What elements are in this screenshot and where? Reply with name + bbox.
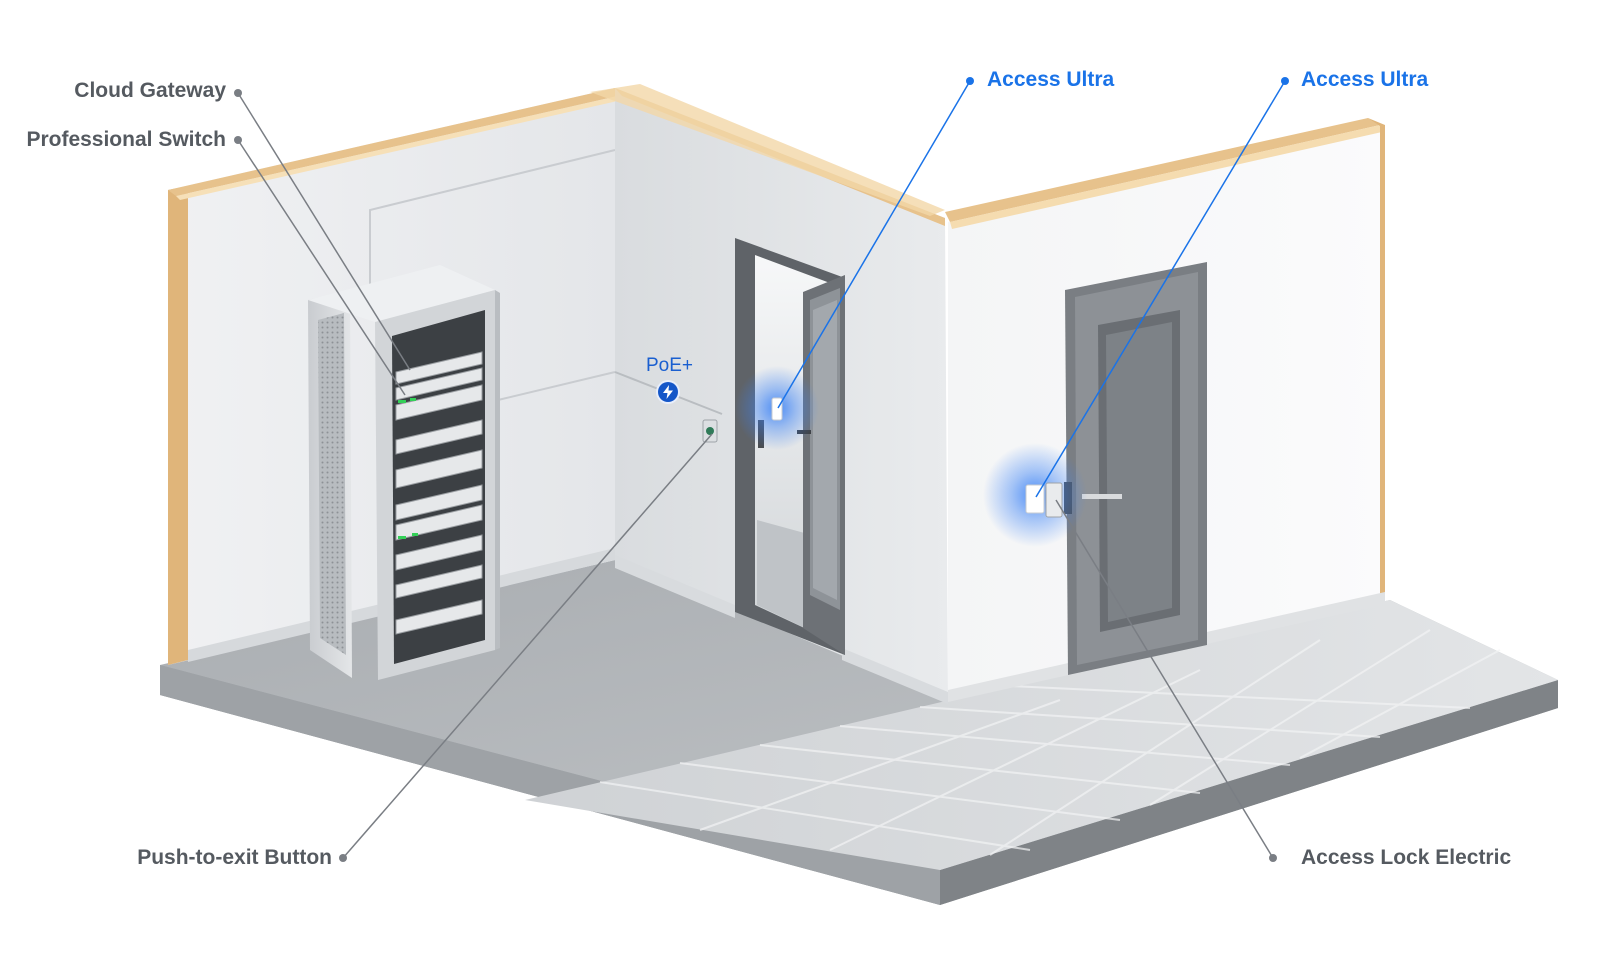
label-cloud-gateway: Cloud Gateway <box>74 79 226 102</box>
access-lock-device <box>1045 482 1063 518</box>
leader-cloud-gateway <box>237 92 411 371</box>
leader-push-to-exit <box>342 433 713 859</box>
leader-access-lock <box>1055 499 1274 859</box>
push-to-exit-device <box>702 419 718 443</box>
label-poe: PoE+ <box>646 355 694 376</box>
poe-badge <box>658 382 678 402</box>
server-rack <box>308 265 500 680</box>
leader-lines <box>237 80 1286 859</box>
label-push-to-exit-button: Push-to-exit Button <box>137 846 332 869</box>
label-access-ultra-2: Access Ultra <box>1301 68 1429 91</box>
access-ultra-device-1 <box>771 397 783 421</box>
label-dots <box>234 77 1289 862</box>
leader-access-ultra-1 <box>777 80 971 409</box>
lightning-bolt-icon <box>663 385 673 399</box>
floor-slab <box>160 560 1558 905</box>
open-door <box>735 238 845 655</box>
label-professional-switch: Professional Switch <box>26 128 226 151</box>
label-access-lock-electric: Access Lock Electric <box>1301 846 1512 869</box>
leader-access-ultra-2 <box>1035 80 1286 498</box>
leader-professional-switch <box>237 139 406 396</box>
closed-door <box>1064 262 1207 675</box>
label-access-ultra-1: Access Ultra <box>987 68 1115 91</box>
